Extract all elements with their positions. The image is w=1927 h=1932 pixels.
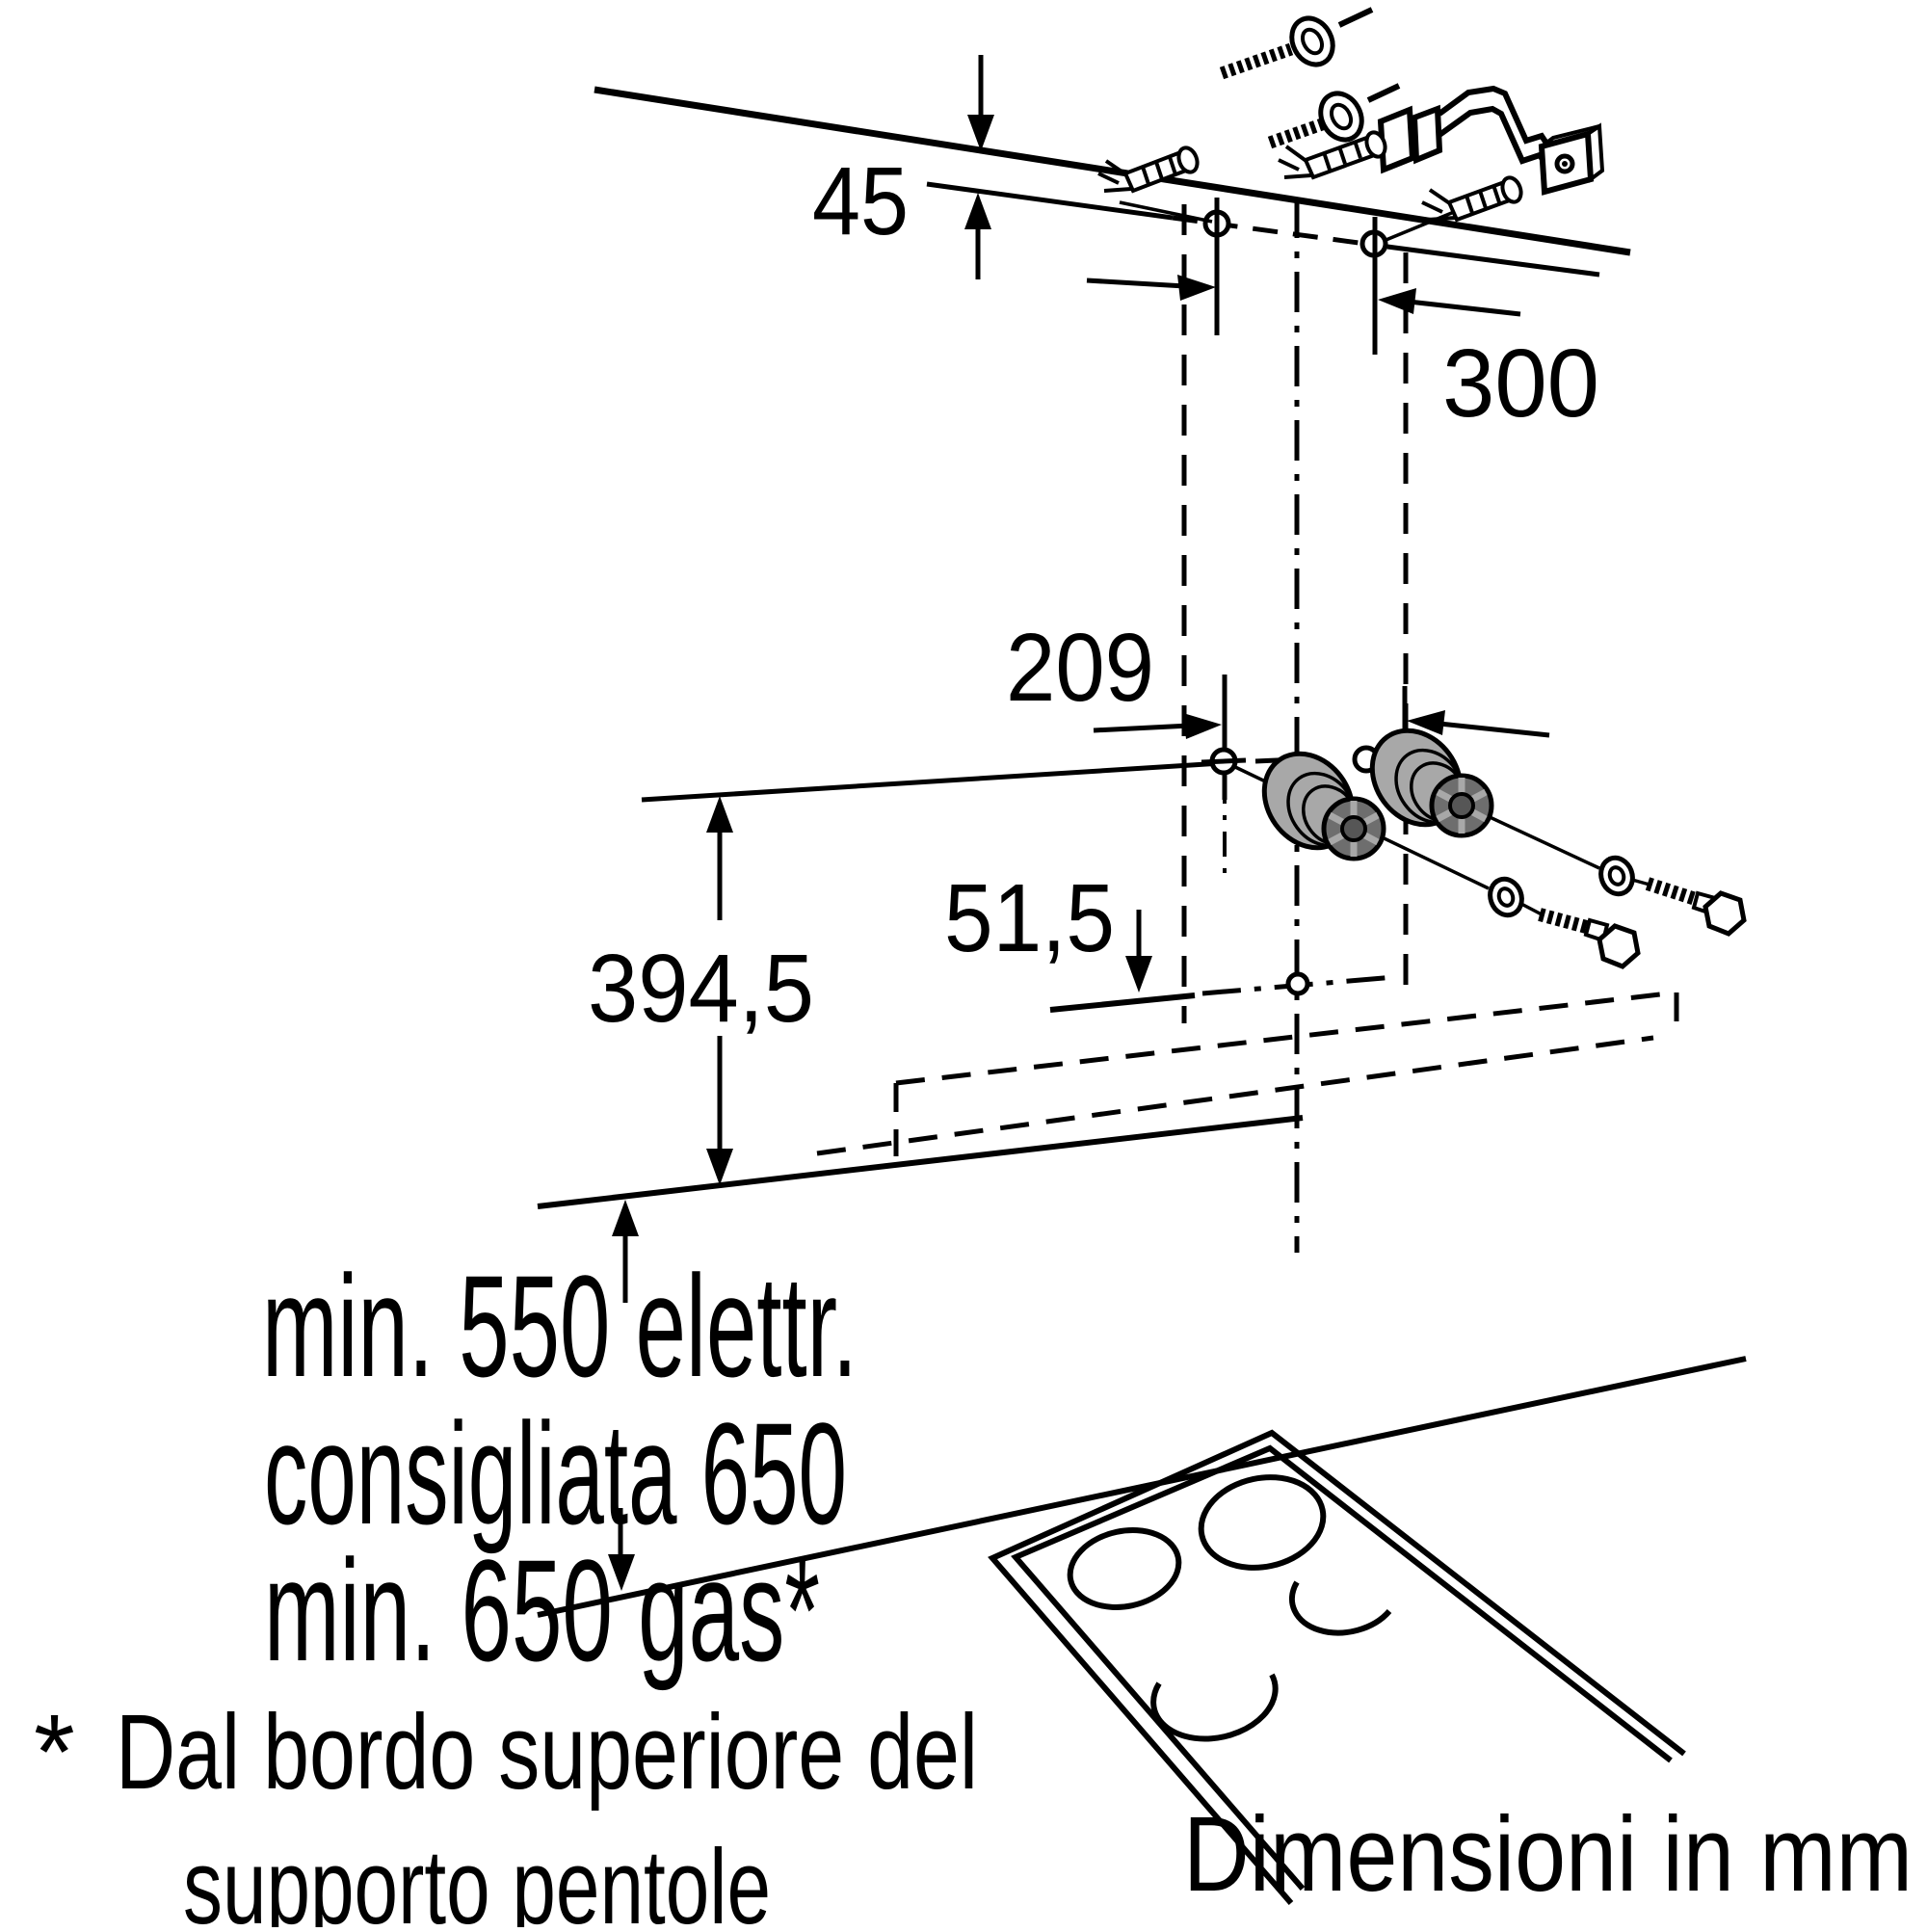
dimension-51 <box>1049 910 1396 1013</box>
upper-fixing-holes <box>1202 198 1388 355</box>
dim-394-label: 394,5 <box>588 935 814 1043</box>
burner-front-right <box>1150 1673 1279 1742</box>
wall-plug-center <box>1278 130 1387 180</box>
wall-plug-right <box>1421 175 1523 223</box>
footnote-line1: Dal bordo superiore del <box>116 1693 978 1812</box>
burner-back-left <box>1198 1474 1327 1571</box>
dim-300-label: 300 <box>1442 330 1599 437</box>
dim-209-label: 209 <box>1006 614 1154 722</box>
dim-51-label: 51,5 <box>944 864 1115 972</box>
washer-right <box>1598 855 1635 897</box>
hob-counter-edge <box>537 1356 1747 1618</box>
bracket-screw-top <box>1219 7 1374 80</box>
wall-bracket <box>1377 85 1605 196</box>
dimension-394 <box>706 796 733 1185</box>
clearance-note-line2: consigliata 650 <box>264 1392 847 1554</box>
hood-body-outline <box>816 990 1679 1156</box>
hob <box>537 1356 1747 1905</box>
footnote-marker: * <box>34 1693 75 1812</box>
wall-plug-left <box>1097 146 1200 194</box>
burner-front-left <box>1067 1527 1182 1610</box>
dimension-45 <box>964 55 994 279</box>
fixing-screw-right <box>1645 877 1747 937</box>
footnote-line2: supporto pentole <box>183 1828 771 1927</box>
burner-back-right <box>1288 1580 1392 1636</box>
reference-lines-394 <box>537 760 1304 1209</box>
dimension-209 <box>1093 675 1550 800</box>
wall-top-edge <box>594 86 1631 278</box>
fixing-screw-left <box>1538 908 1641 969</box>
clearance-note-line1: min. 550 elettr. <box>262 1245 858 1407</box>
clearance-note-line3: min. 650 gas* <box>264 1529 820 1691</box>
units-note: Dimensioni in mm <box>1183 1795 1913 1914</box>
spacer-cone-right <box>1369 728 1494 838</box>
dim-45-label: 45 <box>812 147 909 255</box>
dimension-min550 <box>608 1200 639 1591</box>
dimension-300 <box>1086 275 1521 317</box>
spacer-cone-left <box>1261 751 1386 861</box>
washer-left <box>1488 876 1524 918</box>
bracket-screw-bottom <box>1267 83 1401 149</box>
